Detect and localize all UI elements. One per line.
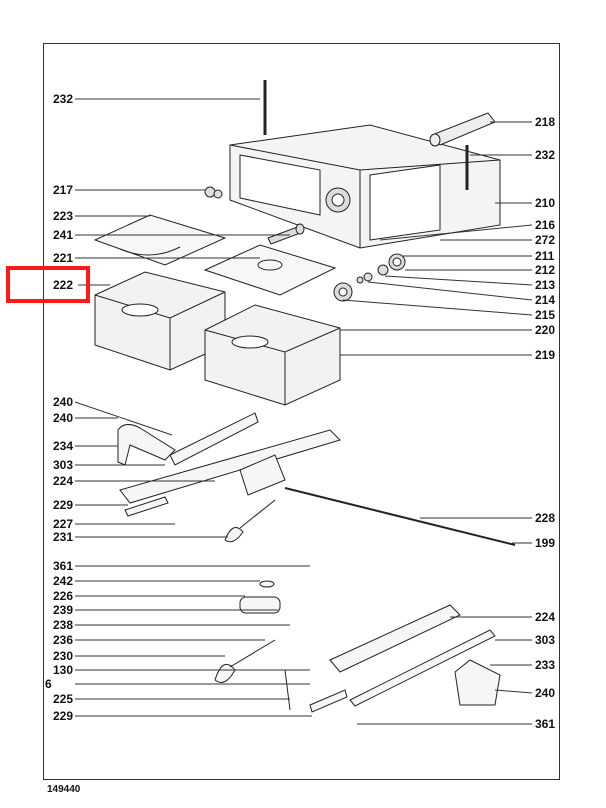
callout-label-233: 233: [535, 658, 556, 672]
callout-label-227: 227: [52, 517, 73, 531]
diagram-frame: [43, 43, 560, 780]
callout-label-213: 213: [535, 278, 556, 292]
callout-label-241: 241: [52, 228, 73, 242]
document-number: 149440: [47, 784, 81, 795]
callout-label-219: 219: [535, 348, 556, 362]
callout-label-224-right: 224: [535, 610, 556, 624]
callout-label-232: 232: [52, 92, 73, 106]
callout-label-130: 130: [52, 663, 73, 677]
callout-label-212: 212: [535, 263, 556, 277]
bin-220: [204, 304, 341, 406]
callout-label-240-a: 240: [52, 395, 73, 409]
callout-label-231: 231: [52, 530, 73, 544]
cylinder-218: [429, 112, 496, 147]
callout-label-229: 229: [52, 498, 73, 512]
callout-label-303-right: 303: [535, 633, 556, 647]
callout-label-361-right: 361: [535, 717, 556, 731]
bin-222: [94, 271, 226, 371]
callout-label-223: 223: [52, 209, 73, 223]
callout-label-211: 211: [535, 249, 555, 263]
callout-label-220: 220: [535, 323, 556, 337]
callout-label-226: 226: [52, 589, 73, 603]
callout-label-238: 238: [52, 618, 73, 632]
rail-assembly-lower: [214, 580, 501, 713]
plate-223: [93, 214, 227, 266]
callout-label-234: 234: [52, 439, 73, 453]
callout-label-303: 303: [52, 458, 73, 472]
callout-label-230: 230: [52, 649, 73, 663]
callout-label-225: 225: [52, 692, 73, 706]
callout-label-221: 221: [52, 251, 73, 265]
callout-label-236: 236: [52, 633, 73, 647]
callout-label-228: 228: [535, 511, 556, 525]
callout-label-361: 361: [52, 559, 73, 573]
shaft-241: [267, 223, 305, 245]
callout-label-229-b: 229: [52, 709, 73, 723]
highlight-box-222: [6, 266, 90, 303]
callout-label-218: 218: [535, 115, 556, 129]
small-parts-211-215: [333, 253, 406, 302]
callout-label-240-b: 240: [52, 411, 73, 425]
callout-label-199: 199: [535, 536, 556, 550]
fitting-217: [204, 186, 223, 199]
callout-label-6: 6: [45, 677, 52, 691]
callout-label-216: 216: [535, 218, 556, 232]
callout-label-222: 222: [52, 278, 73, 292]
callout-label-224: 224: [52, 474, 73, 488]
rail-assembly-upper: [117, 412, 341, 543]
callout-label-214: 214: [535, 293, 556, 307]
housing-assembly: [229, 124, 501, 249]
callout-label-240-right: 240: [535, 686, 556, 700]
callout-label-217: 217: [52, 183, 73, 197]
callout-label-242: 242: [52, 574, 73, 588]
callout-label-232-right: 232: [535, 148, 556, 162]
rod-228: [284, 487, 516, 546]
callout-label-239: 239: [52, 603, 73, 617]
callout-label-215: 215: [535, 308, 556, 322]
callout-label-210: 210: [535, 196, 556, 210]
callout-label-272: 272: [535, 233, 556, 247]
